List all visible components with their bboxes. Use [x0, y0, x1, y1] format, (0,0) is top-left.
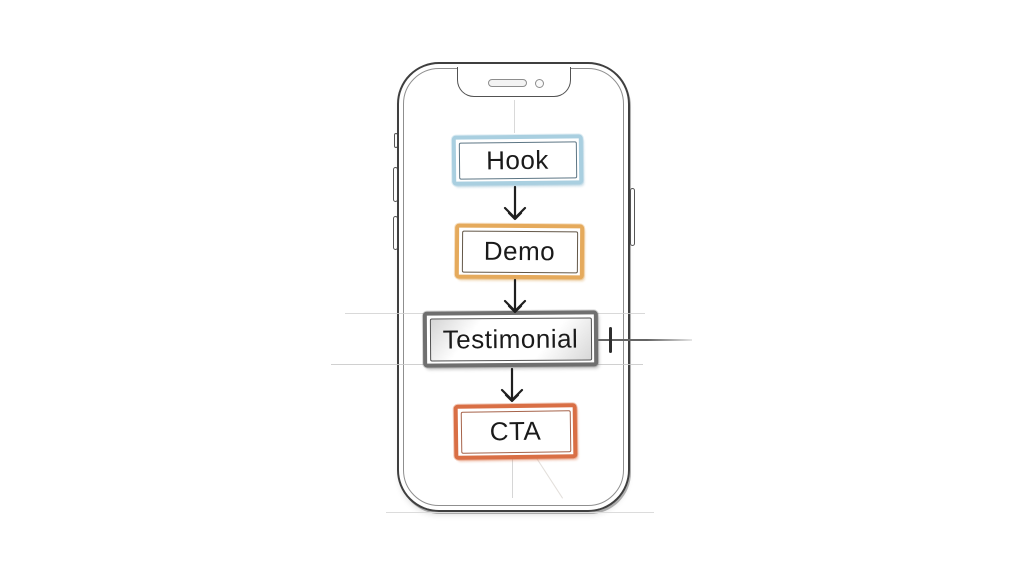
flow-node-testimonial-inner-border: Testimonial [429, 316, 592, 362]
flow-node-demo: Demo [454, 223, 585, 280]
speaker-icon [488, 79, 527, 87]
arrow-hook-to-demo-icon [503, 185, 527, 221]
center-guide-line-bottom [512, 459, 513, 498]
phone-right-power-button [629, 188, 635, 246]
dimension-line [598, 339, 692, 341]
phone-baseline-shadow [386, 512, 654, 513]
phone-frame [397, 62, 630, 512]
flow-node-hook: Hook [451, 134, 584, 186]
flow-node-hook-inner-border: Hook [458, 140, 577, 180]
dimension-tick [609, 327, 612, 353]
arrow-testimonial-to-cta-icon [500, 367, 524, 403]
arrow-demo-to-testimonial-icon [503, 278, 527, 314]
flow-node-cta-inner-border: CTA [460, 409, 571, 454]
center-guide-line-top [514, 100, 515, 133]
camera-icon [535, 78, 544, 88]
phone-notch [457, 67, 571, 97]
flow-node-testimonial-label: Testimonial [442, 323, 579, 354]
flow-node-demo-label: Demo [483, 235, 556, 267]
flow-node-hook-label: Hook [485, 144, 549, 175]
flow-node-cta-label: CTA [489, 415, 542, 447]
flow-node-cta: CTA [453, 403, 578, 460]
flow-node-demo-inner-border: Demo [461, 230, 578, 273]
